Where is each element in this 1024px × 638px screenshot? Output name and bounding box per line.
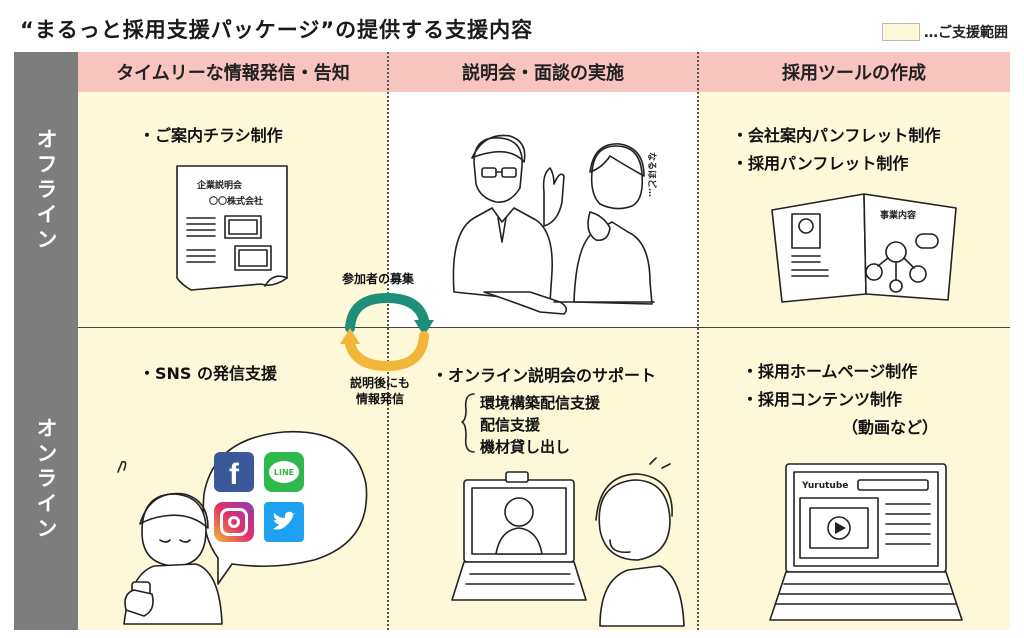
column-divider: [387, 52, 389, 630]
cycle-arrows-icon: [340, 292, 434, 372]
column-divider: [697, 52, 699, 630]
page-title: “まるっと採用支援パッケージ”の提供する支援内容: [20, 18, 534, 42]
legend-label: …ご支援範囲: [924, 25, 1008, 41]
support-matrix: オフライン オンライン タイムリーな情報発信・告知 説明会・面談の実施 採用ツー…: [14, 52, 1010, 630]
row-labels: オフライン オンライン: [14, 52, 78, 630]
laptop-website-illustration: Yurutube: [769, 463, 963, 621]
row-divider: [78, 327, 1010, 328]
brace-icon: [461, 393, 475, 453]
bullet-sns: ・SNS の発信支援: [139, 364, 278, 383]
online-meeting-illustration: [451, 457, 685, 627]
cycle-top-label: 参加者の募集: [342, 272, 415, 286]
twitter-icon: [264, 502, 304, 542]
bullet-flyer: ・ご案内チラシ制作: [139, 126, 283, 145]
support-item: 環境構築配信支援: [480, 394, 601, 412]
row-label-offline: オフライン: [34, 127, 58, 253]
support-item: 機材貸し出し: [480, 438, 571, 456]
bullet-recruit-content: ・採用コンテンツ制作: [742, 390, 903, 409]
bullet-online-seminar: ・オンライン説明会のサポート: [432, 366, 657, 385]
brochure-label: 事業内容: [880, 209, 916, 221]
legend-swatch: [882, 23, 920, 41]
bullet-recruit-brochure: ・採用パンフレット制作: [732, 154, 909, 173]
bullet-company-brochure: ・会社案内パンフレット制作: [732, 126, 941, 145]
cycle-bottom-label-2: 情報発信: [356, 392, 405, 406]
bullet-video: （動画など）: [842, 418, 939, 437]
site-logo: Yurutube: [801, 481, 848, 491]
row-label-online: オンライン: [34, 416, 58, 542]
speech-text: なるほど…: [646, 152, 658, 197]
column-header-info: タイムリーな情報発信・告知: [78, 52, 388, 92]
facebook-icon: f: [214, 452, 254, 492]
support-item: 配信支援: [480, 416, 541, 434]
legend: …ご支援範囲: [882, 22, 1008, 42]
interview-illustration: なるほど…: [452, 134, 658, 315]
flyer-title: 企業説明会: [196, 179, 243, 191]
flyer-illustration: 企業説明会 〇〇株式会社: [176, 165, 288, 291]
column-header-tools: 採用ツールの作成: [698, 52, 1010, 92]
flyer-company: 〇〇株式会社: [209, 195, 263, 207]
line-icon-label: LINE: [269, 461, 299, 483]
instagram-icon: [214, 502, 254, 542]
cycle-bottom-label-1: 説明後にも: [350, 376, 411, 390]
column-header-seminar: 説明会・面談の実施: [388, 52, 698, 92]
bullet-recruit-site: ・採用ホームページ制作: [742, 362, 918, 381]
brochure-illustration: 事業内容: [771, 193, 957, 303]
line-icon: LINE: [264, 452, 304, 492]
